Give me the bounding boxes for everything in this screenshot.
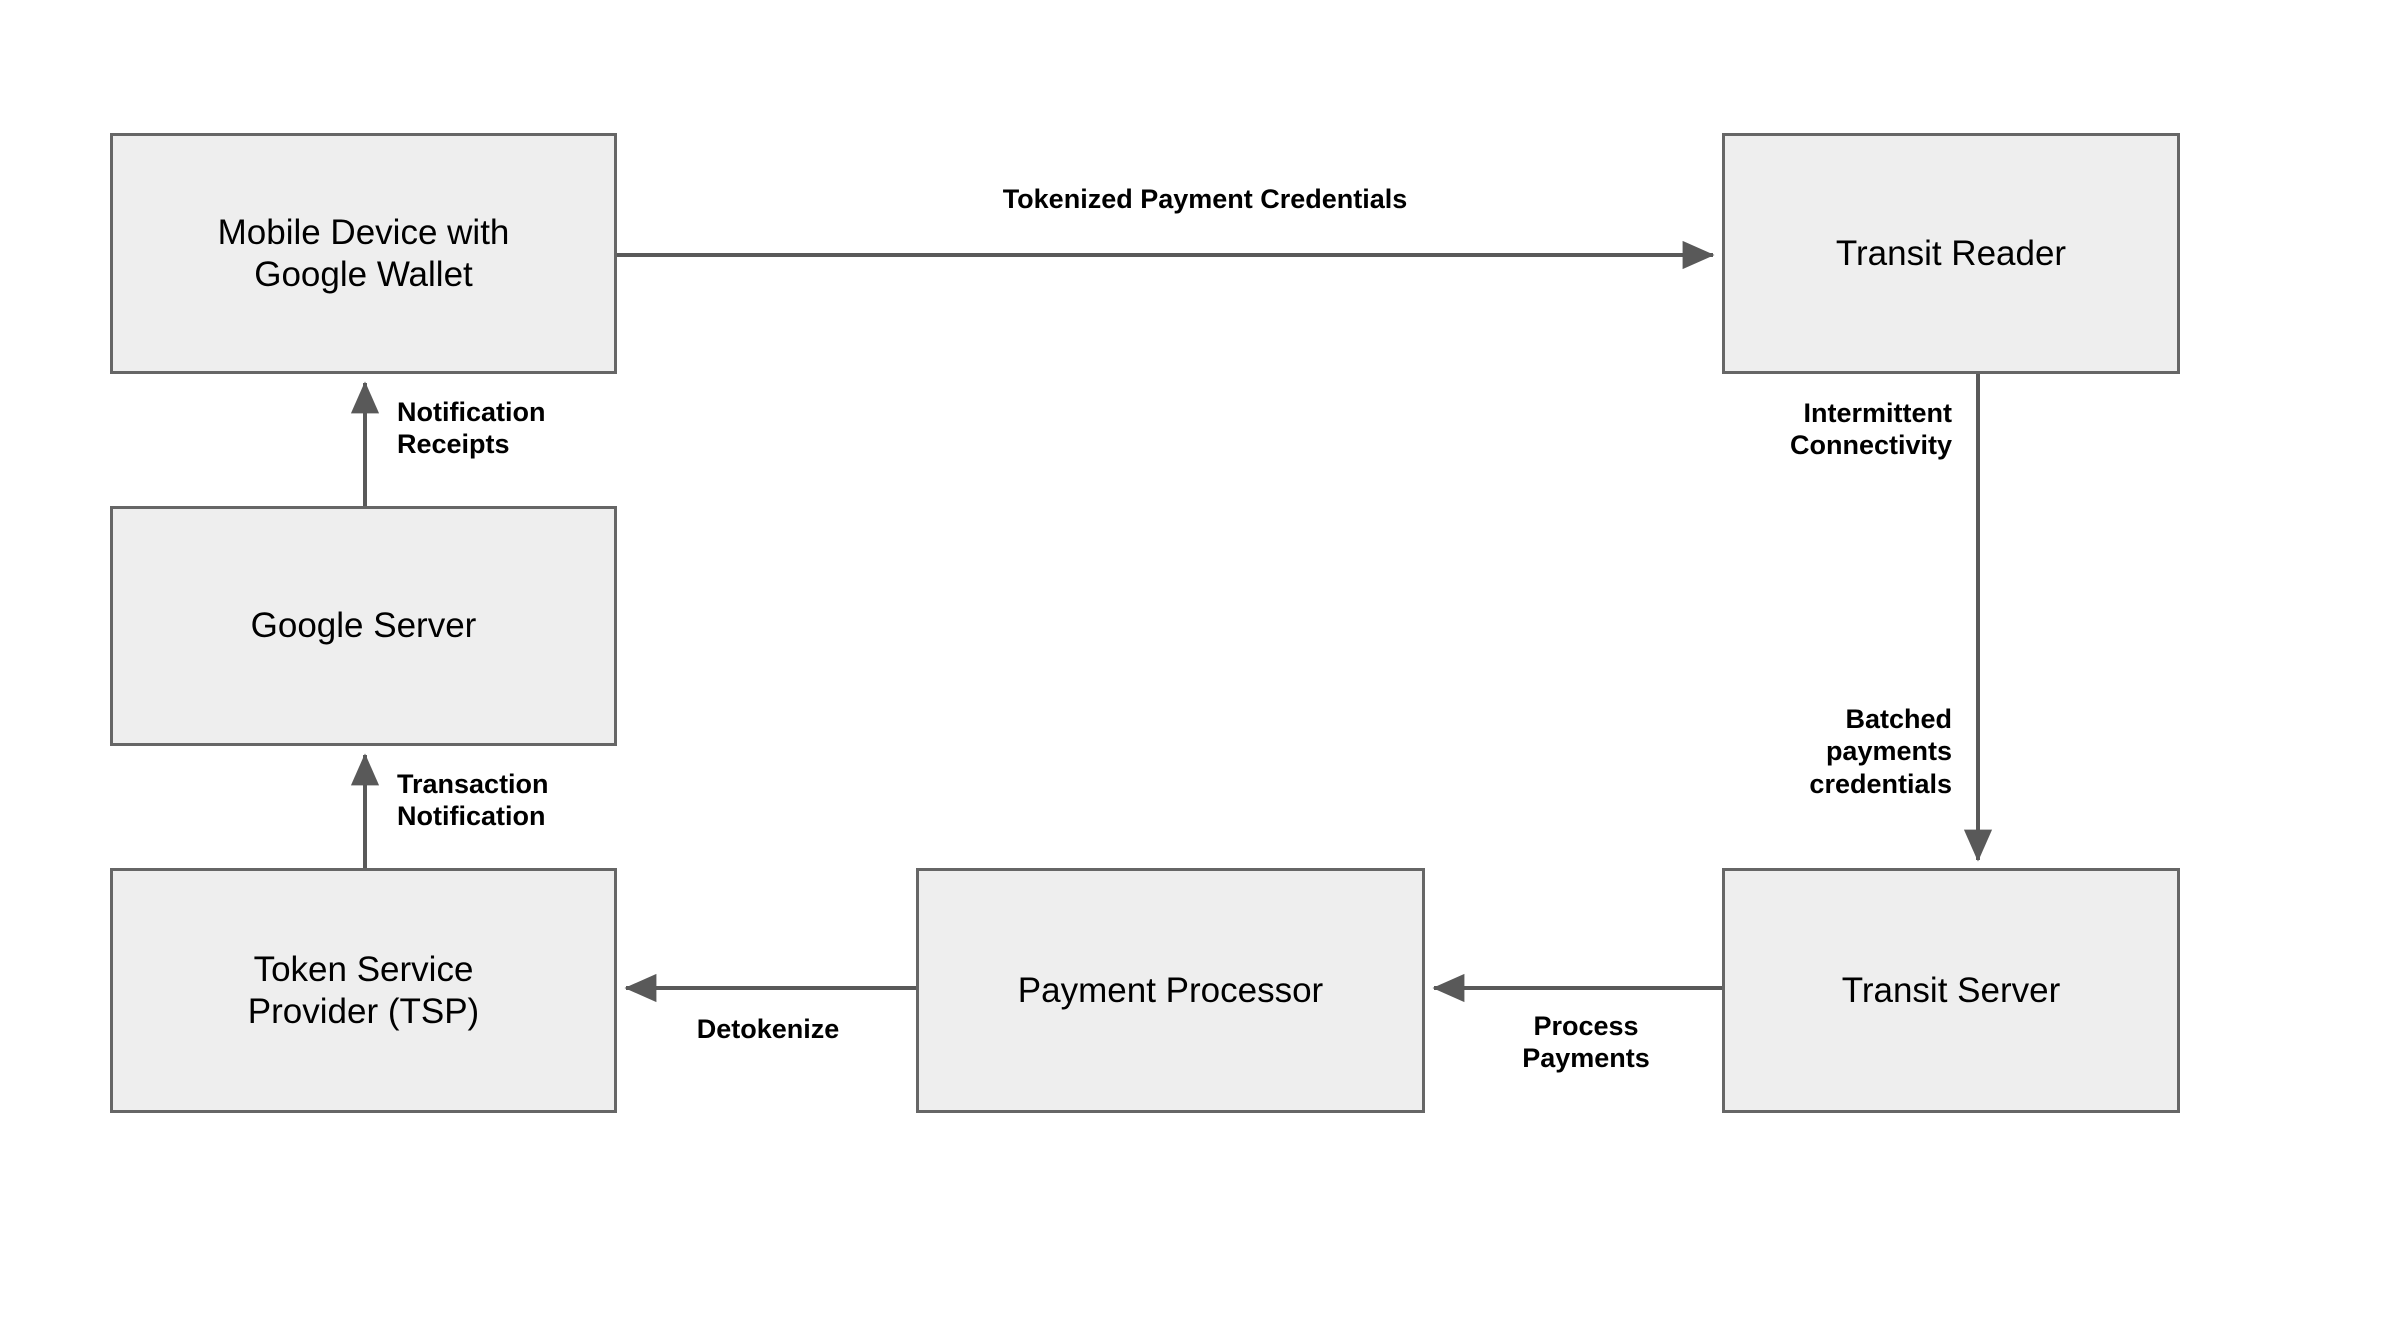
node-payment-processor[interactable]: Payment Processor bbox=[916, 868, 1425, 1113]
node-payment-processor-label: Payment Processor bbox=[1017, 970, 1324, 1010]
node-google-server[interactable]: Google Server bbox=[110, 506, 617, 746]
edge-label-process-payments: Process Payments bbox=[1522, 1011, 1650, 1074]
node-transit-reader[interactable]: Transit Reader bbox=[1722, 133, 2180, 374]
node-transit-server-label: Transit Server bbox=[1841, 970, 2061, 1010]
node-token-service-provider-label: Token Service Provider (TSP) bbox=[247, 950, 480, 1031]
node-token-service-provider[interactable]: Token Service Provider (TSP) bbox=[110, 868, 617, 1113]
node-google-server-label: Google Server bbox=[250, 606, 477, 646]
edge-label-detokenize: Detokenize bbox=[696, 1014, 840, 1044]
edge-label-transaction-notification: Transaction Notification bbox=[397, 769, 549, 832]
node-mobile-device[interactable]: Mobile Device with Google Wallet bbox=[110, 133, 617, 374]
node-transit-server[interactable]: Transit Server bbox=[1722, 868, 2180, 1113]
edge-label-tokenized-payment-credentials: Tokenized Payment Credentials bbox=[1002, 184, 1408, 214]
node-transit-reader-label: Transit Reader bbox=[1835, 233, 2067, 273]
node-mobile-device-label: Mobile Device with Google Wallet bbox=[217, 213, 510, 294]
edge-label-batched-payments-credentials: Batched payments credentials bbox=[1809, 704, 1952, 799]
edge-label-intermittent-connectivity: Intermittent Connectivity bbox=[1789, 398, 1952, 461]
edge-label-notification-receipts: Notification Receipts bbox=[397, 397, 546, 460]
